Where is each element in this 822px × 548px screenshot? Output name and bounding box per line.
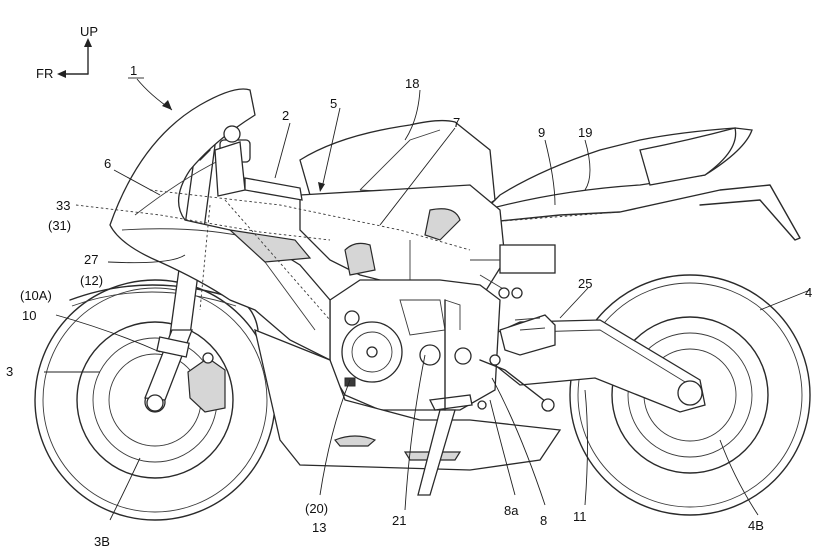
label-5: 5 <box>330 96 337 111</box>
label-9: 9 <box>538 125 545 140</box>
up-label: UP <box>80 24 98 39</box>
label-3: 3 <box>6 364 13 379</box>
label-4: 4 <box>805 285 812 300</box>
label-10: 10 <box>22 308 36 323</box>
label-18: 18 <box>405 76 419 91</box>
label-19: 19 <box>578 125 592 140</box>
label-11: 11 <box>573 509 587 524</box>
brake-caliper <box>188 353 225 412</box>
label-12: (12) <box>80 273 103 288</box>
seat-tail <box>485 128 800 240</box>
label-7: 7 <box>453 115 460 130</box>
label-21: 21 <box>392 513 406 528</box>
label-1: 1 <box>130 63 137 78</box>
label-6: 6 <box>104 156 111 171</box>
label-27: 27 <box>84 252 98 267</box>
label-3B: 3B <box>94 534 110 548</box>
label-8a: 8a <box>504 503 519 518</box>
engine <box>330 280 500 410</box>
label-31: (31) <box>48 218 71 233</box>
label-4B: 4B <box>748 518 764 533</box>
front-label: FR <box>36 66 53 81</box>
label-33: 33 <box>56 198 70 213</box>
orientation-indicator: UP FR <box>36 24 98 81</box>
label-8: 8 <box>540 513 547 528</box>
label-25: 25 <box>578 276 592 291</box>
front-fairing <box>110 89 330 360</box>
label-13: 13 <box>312 520 326 535</box>
label-2: 2 <box>282 108 289 123</box>
label-10A: (10A) <box>20 288 52 303</box>
label-20: (20) <box>305 501 328 516</box>
